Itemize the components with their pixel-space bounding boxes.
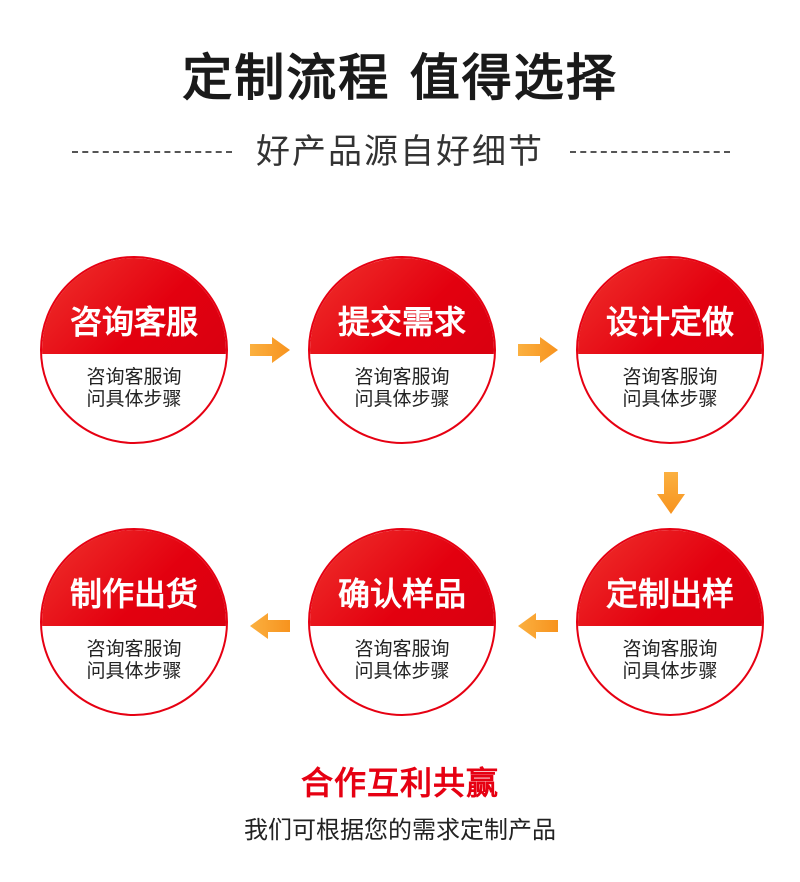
step-description-line: 问具体步骤	[622, 660, 718, 682]
step-label: 定制出样	[605, 575, 734, 613]
page-subtitle: 好产品源自好细节	[256, 132, 544, 172]
dashed-divider-right	[570, 151, 730, 153]
step-description: 咨询客服询 问具体步骤	[578, 366, 762, 410]
step-description: 咨询客服询 问具体步骤	[310, 366, 494, 410]
step-consult-service: 咨询客服 咨询客服询 问具体步骤	[40, 256, 228, 444]
arrow-right-icon	[250, 337, 290, 363]
step-description-line: 咨询客服询	[86, 366, 182, 388]
step-description-line: 咨询客服询	[86, 638, 182, 660]
step-header-band	[42, 530, 226, 626]
step-description-line: 咨询客服询	[354, 366, 450, 388]
step-custom-sample: 定制出样 咨询客服询 问具体步骤	[576, 528, 764, 716]
subtitle-row: 好产品源自好细节	[0, 130, 800, 174]
arrow-right-icon	[518, 337, 558, 363]
step-design-custom: 设计定做 咨询客服询 问具体步骤	[576, 256, 764, 444]
step-description-line: 问具体步骤	[86, 388, 182, 410]
step-confirm-sample: 确认样品 咨询客服询 问具体步骤	[308, 528, 496, 716]
step-label: 提交需求	[337, 303, 466, 341]
footer-subtitle: 我们可根据您的需求定制产品	[244, 816, 556, 844]
step-label: 设计定做	[605, 303, 734, 341]
step-description-line: 问具体步骤	[354, 388, 450, 410]
step-description-line: 问具体步骤	[86, 660, 182, 682]
step-label: 确认样品	[337, 575, 466, 613]
arrow-left-icon	[250, 613, 290, 639]
step-header-band	[578, 530, 762, 626]
step-description: 咨询客服询 问具体步骤	[310, 638, 494, 682]
step-production-shipping: 制作出货 咨询客服询 问具体步骤	[40, 528, 228, 716]
step-header-band	[578, 258, 762, 354]
step-header-band	[42, 258, 226, 354]
step-description: 咨询客服询 问具体步骤	[578, 638, 762, 682]
step-header-band	[310, 258, 494, 354]
step-description-line: 咨询客服询	[354, 638, 450, 660]
arrow-left-icon	[518, 613, 558, 639]
dashed-divider-left	[72, 151, 232, 153]
step-label: 咨询客服	[69, 303, 198, 341]
footer-title: 合作互利共赢	[300, 764, 499, 802]
step-description: 咨询客服询 问具体步骤	[42, 638, 226, 682]
step-description-line: 咨询客服询	[622, 638, 718, 660]
step-label: 制作出货	[69, 575, 198, 613]
step-description-line: 咨询客服询	[622, 366, 718, 388]
step-submit-requirements: 提交需求 咨询客服询 问具体步骤	[308, 256, 496, 444]
page-title: 定制流程 值得选择	[182, 49, 618, 107]
step-description-line: 问具体步骤	[354, 660, 450, 682]
step-description: 咨询客服询 问具体步骤	[42, 366, 226, 410]
step-description-line: 问具体步骤	[622, 388, 718, 410]
arrow-down-icon	[657, 472, 685, 514]
step-header-band	[310, 530, 494, 626]
